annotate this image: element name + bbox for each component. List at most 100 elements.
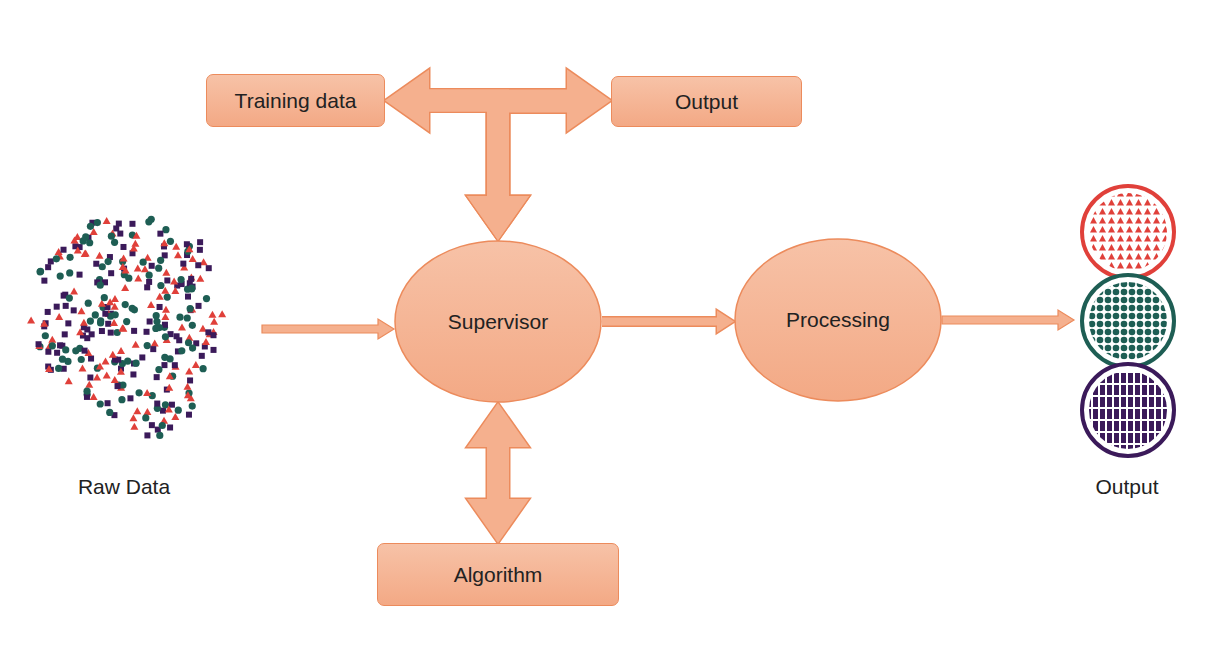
square-point [88, 356, 94, 362]
arrowhead-outline [467, 196, 529, 240]
triangle-point [111, 376, 119, 383]
circle-point [97, 317, 104, 324]
circle-point [189, 403, 196, 410]
circle-point [85, 300, 92, 307]
triangle-point [103, 217, 111, 224]
node-label: Algorithm [454, 562, 543, 587]
circle-point [62, 346, 69, 353]
triangle-point [65, 377, 73, 384]
circle-point [97, 282, 104, 289]
triangle-point [143, 389, 151, 396]
square-point [150, 346, 156, 352]
square-point [127, 395, 133, 401]
circle-point [66, 294, 73, 301]
circle-point [157, 282, 164, 289]
square-point [45, 264, 51, 270]
circle-point [167, 238, 174, 245]
triangle-point [131, 240, 139, 247]
triangle-point [174, 251, 182, 258]
triangle-point [165, 384, 173, 391]
triangle-point [80, 319, 88, 326]
square-point [206, 265, 212, 271]
circle-point [106, 409, 113, 416]
triangle-point [132, 341, 140, 348]
circle-point [118, 396, 125, 403]
arrowhead [467, 196, 529, 240]
square-point [89, 331, 95, 337]
circle-point [97, 400, 104, 407]
triangle-point [208, 311, 216, 318]
triangle-point [156, 293, 164, 300]
square-point [196, 303, 202, 309]
triangle-point [171, 413, 179, 420]
circle-point [155, 366, 162, 373]
square-point [186, 412, 192, 418]
circle-point [175, 407, 182, 414]
triangle-point [109, 351, 117, 358]
triangle-point [170, 278, 178, 285]
triangle-point [162, 306, 170, 313]
triangle-point [184, 383, 192, 390]
circle-point [145, 218, 152, 225]
square-point [61, 247, 67, 253]
circle-point [37, 268, 44, 275]
node-label: Output [675, 89, 738, 114]
circle-point [132, 360, 139, 367]
triangle-point [184, 391, 192, 398]
arrowhead [467, 499, 529, 543]
circle-point [94, 219, 101, 226]
triangle-point [117, 347, 125, 354]
triangle-point [147, 301, 155, 308]
triangle-point [192, 361, 200, 368]
square-point [210, 332, 216, 338]
triangle-point [162, 269, 170, 276]
circle-point [164, 293, 171, 300]
circle-point [122, 301, 129, 308]
circle-point [53, 255, 60, 262]
square-point [211, 347, 217, 353]
triangle-point [171, 287, 179, 294]
dot-fill [1085, 278, 1171, 364]
triangle-point [165, 405, 173, 412]
triangle-point [218, 310, 226, 317]
triangle-point [119, 263, 127, 270]
triangle-point [132, 232, 140, 239]
square-point [154, 374, 160, 380]
square-point [157, 304, 163, 310]
square-point [131, 328, 137, 334]
square-point [197, 247, 203, 253]
arrow-connector [467, 403, 529, 543]
square-point [36, 341, 42, 347]
square-point [157, 231, 163, 237]
class-circle [1082, 186, 1174, 278]
arrowhead-outline [467, 403, 529, 447]
square-point [167, 424, 173, 430]
triangle-point [82, 249, 90, 256]
triangle-point [172, 363, 180, 370]
triangle-point [160, 239, 168, 246]
square-point [144, 284, 150, 290]
ellipse-shape [395, 241, 601, 402]
circle-point [57, 272, 64, 279]
arrow-shaft-outline [498, 102, 567, 198]
square-point [195, 262, 201, 268]
square-point [172, 362, 178, 368]
square-point [185, 294, 191, 300]
circle-point [87, 223, 94, 230]
arrow-shaft-outline [486, 446, 511, 500]
circle-point [78, 356, 85, 363]
square-point [116, 221, 122, 227]
triangle-point [196, 275, 204, 282]
circle-point [157, 257, 164, 264]
square-point [144, 329, 150, 335]
circle-point [42, 332, 49, 339]
triangle-point [40, 320, 48, 327]
triangle-point [129, 414, 137, 421]
triangle-point [111, 303, 119, 310]
circle-point [112, 311, 119, 318]
circle-point [162, 226, 169, 233]
triangle-point [141, 265, 149, 272]
triangle-point [172, 243, 180, 250]
arrow-shaft [498, 102, 567, 198]
triangle-point [77, 307, 85, 314]
